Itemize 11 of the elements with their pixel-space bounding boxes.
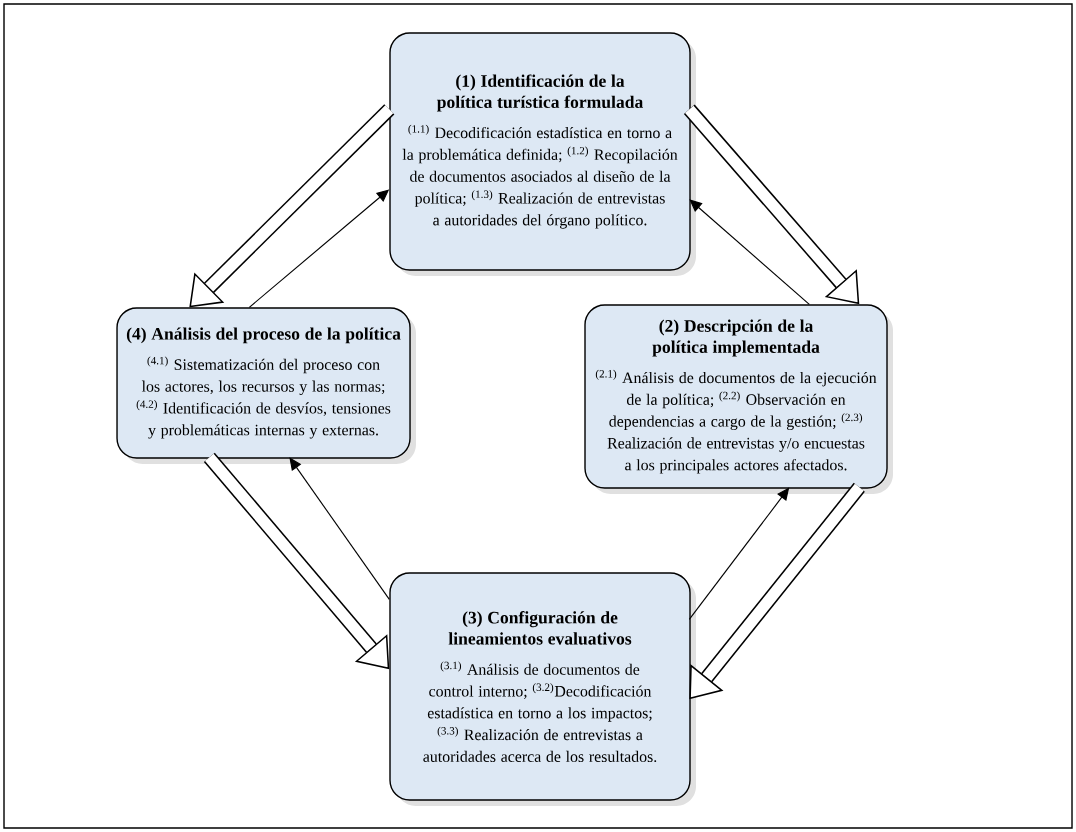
block-arrow	[189, 104, 395, 308]
block-arrow	[203, 452, 390, 670]
arrow	[289, 457, 390, 600]
arrow	[689, 199, 810, 305]
process-box: (1) Identificación de la política turística formulada $^{(1.1)}$ Decodificación estadística en torno a la problemática definida; $^{(1.2)}$ Recopilación de documentos asociados al diseño de la política; $^{(1.3)}$ Realización de entrevistas a autoridades del órgano político.	[389, 32, 696, 276]
block-arrow	[689, 482, 865, 700]
process-box: (2) Descripción de la política implementada $^{(2.1)}$ Análisis de documentos de la ejecución de la política; $^{(2.2)}$ Observación en dependencias a cargo de la gestión; $^{(2.3)}$ Realización de entrevistas y/o encuestas a los principales actores afectados.	[584, 304, 893, 494]
process-box: (3) Configuración de lineamientos evaluativos $^{(3.1)}$ Análisis de documentos de control interno; $^{(3.2)}$Decodificación estadística en torno a los impactos; $^{(3.3)}$ Realización de entrevistas a autoridades acerca de los resultados.	[389, 572, 696, 806]
block-arrow	[683, 104, 860, 305]
arrow	[688, 487, 790, 620]
process-box: (4) Análisis del proceso de la política $^{(4.1)}$ Sistematización del proceso con los actores, los recursos y las normas; $^{(4.2)}$ Identificación de desvíos, tensiones y problemáticas internas y externas.	[116, 307, 416, 464]
